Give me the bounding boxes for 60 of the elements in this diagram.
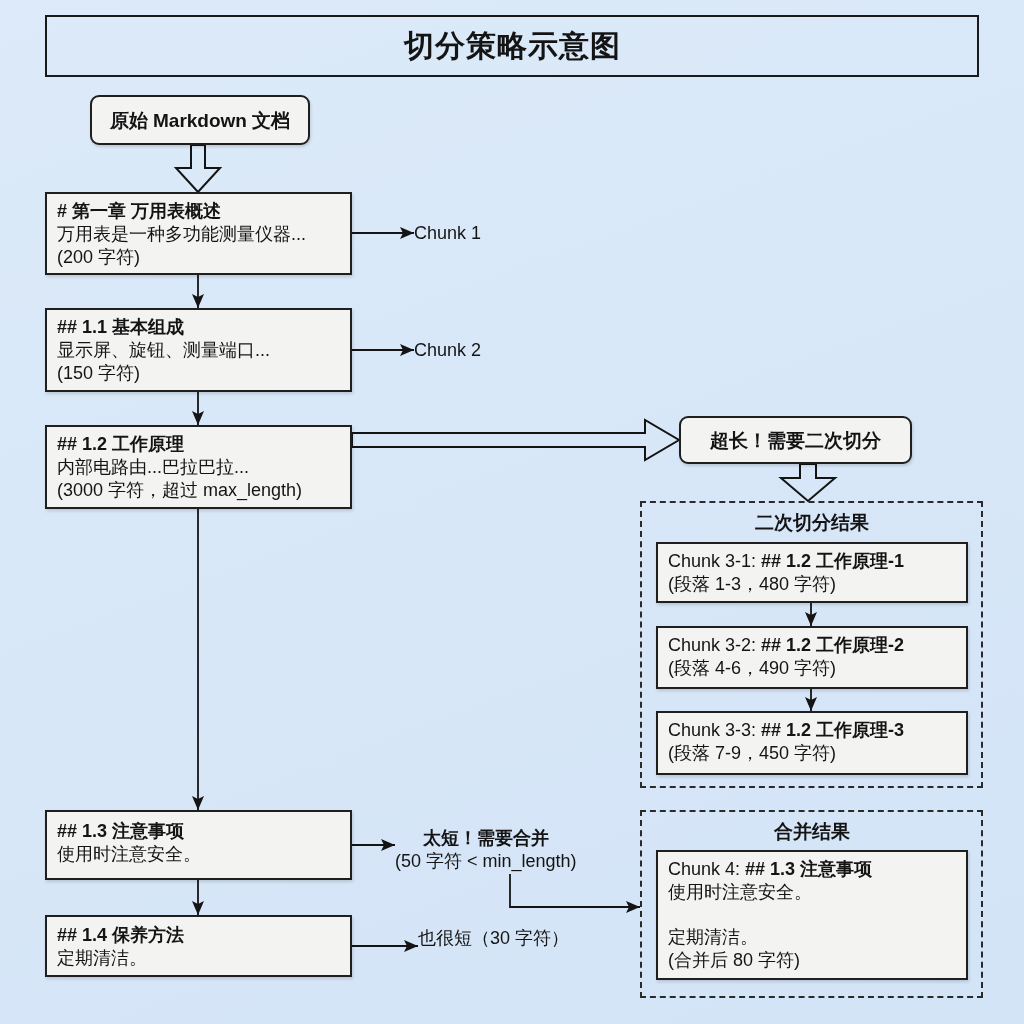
arrow: [192, 274, 204, 309]
arrow: [351, 227, 415, 239]
chunk-text: 定期清洁。: [668, 926, 758, 949]
length-note: 也很短（30 字符）: [418, 926, 570, 950]
arrow: [351, 344, 415, 356]
section-heading: ## 1.4 保养方法: [57, 924, 185, 947]
chunk-label: Chunk 2: [414, 338, 482, 362]
block-arrow: [778, 463, 838, 503]
chunk-info: (段落 4-6，490 字符): [668, 657, 837, 680]
chunk-box: [656, 626, 968, 689]
chunk-title: Chunk 3-1: ## 1.2 工作原理-1: [668, 550, 905, 573]
box-label: 原始 Markdown 文档: [109, 108, 291, 132]
arrow: [509, 873, 641, 913]
block-arrow: [351, 418, 681, 462]
chunk-box: [656, 711, 968, 775]
section-excerpt: 内部电路由...巴拉巴拉...: [57, 456, 249, 479]
chunk-box: [656, 542, 968, 603]
arrow: [192, 391, 204, 426]
section-excerpt: 万用表是一种多功能测量仪器...: [57, 223, 306, 246]
source-box: [90, 95, 310, 145]
alert-box: [679, 416, 912, 464]
section-box: [45, 308, 352, 392]
group-title: 二次切分结果: [754, 511, 869, 534]
block-arrow: [173, 144, 223, 194]
section-excerpt: 使用时注意安全。: [57, 843, 201, 866]
char-count: (3000 字符，超过 max_length): [57, 479, 303, 502]
chunk-title: Chunk 4: ## 1.3 注意事项: [668, 858, 873, 881]
char-count: (200 字符): [57, 246, 141, 269]
section-excerpt: 显示屏、旋钮、测量端口...: [57, 339, 270, 362]
chunk-label: Chunk 1: [414, 221, 482, 245]
section-heading: # 第一章 万用表概述: [57, 200, 221, 223]
chunk-text: 使用时注意安全。: [668, 881, 812, 904]
arrow: [192, 879, 204, 916]
section-box: [45, 810, 352, 880]
chunk-info: (段落 1-3，480 字符): [668, 573, 837, 596]
section-heading: ## 1.1 基本组成: [57, 316, 185, 339]
section-heading: ## 1.3 注意事项: [57, 820, 185, 843]
section-excerpt: 定期清洁。: [57, 947, 147, 970]
chunk-box: [656, 850, 968, 980]
section-box: [45, 425, 352, 509]
dashed-group-frame: [640, 501, 983, 788]
dashed-group-frame: [640, 810, 983, 998]
char-count: (合并后 80 字符): [668, 949, 800, 972]
arrow: [192, 508, 204, 811]
chunk-title: Chunk 3-2: ## 1.2 工作原理-2: [668, 634, 905, 657]
chunk-info: (段落 7-9，450 字符): [668, 742, 837, 765]
warning-heading: 太短！需要合并: [422, 827, 549, 850]
box-label: 超长！需要二次切分: [710, 428, 881, 452]
arrow: [351, 839, 396, 851]
chunk-title: Chunk 3-3: ## 1.2 工作原理-3: [668, 719, 905, 742]
arrow: [805, 602, 817, 627]
char-count: (150 字符): [57, 362, 141, 385]
section-heading: ## 1.2 工作原理: [57, 433, 185, 456]
arrow: [805, 688, 817, 712]
section-box: [45, 192, 352, 275]
section-box: [45, 915, 352, 977]
group-title: 合并结果: [773, 820, 850, 843]
diagram-title: 切分策略示意图: [403, 28, 621, 64]
length-note: (50 字符 < min_length): [395, 850, 577, 873]
arrow: [351, 940, 419, 952]
